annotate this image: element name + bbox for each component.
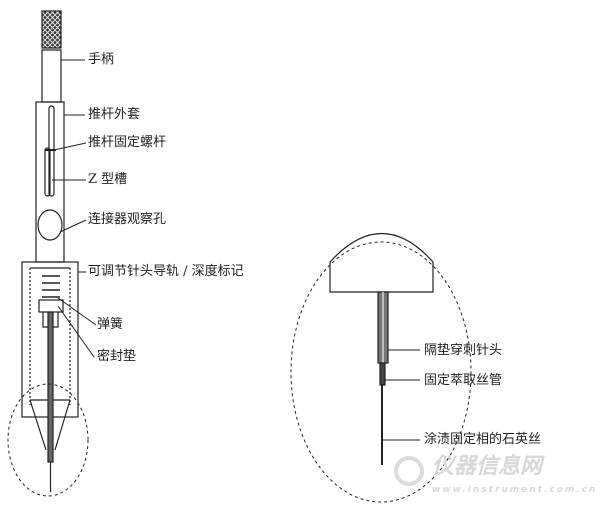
label-handle: 手柄 — [88, 52, 115, 67]
spring — [42, 275, 60, 298]
label-plunger-sleeve: 推杆外套 — [88, 107, 141, 122]
label-plunger-screw: 推杆固定螺杆 — [88, 135, 167, 150]
detail-ellipse — [290, 241, 472, 503]
label-needle-guide: 可调节针头导轨 / 深度标记 — [88, 264, 244, 279]
knurled-knob — [41, 10, 62, 49]
needle — [47, 311, 54, 463]
label-connector-window: 连接器观察孔 — [88, 212, 167, 227]
label-coated-fiber: 涂渍固定相的石英丝 — [424, 432, 542, 447]
fiber-tube — [379, 362, 386, 386]
detail-circle — [7, 383, 89, 497]
connector-window — [37, 209, 63, 241]
watermark-name: 仪器信息网 — [432, 454, 543, 479]
leader-lines — [52, 59, 97, 358]
z-slot-lower — [44, 147, 51, 197]
label-seal: 密封垫 — [97, 349, 137, 364]
label-fiber-tube: 固定萃取丝管 — [424, 373, 503, 388]
fiber-holder — [7, 10, 97, 497]
watermark-logo-icon — [394, 456, 424, 486]
handle — [41, 49, 62, 103]
label-spring: 弹簧 — [97, 317, 124, 332]
label-septum-needle: 隔垫穿刺针头 — [424, 343, 503, 358]
fiber-detail — [290, 232, 472, 503]
watermark-url: www.instrument.com.cn — [432, 485, 598, 495]
hub — [329, 232, 434, 293]
seal — [38, 299, 64, 313]
label-z-slot: Z 型槽 — [88, 172, 128, 187]
